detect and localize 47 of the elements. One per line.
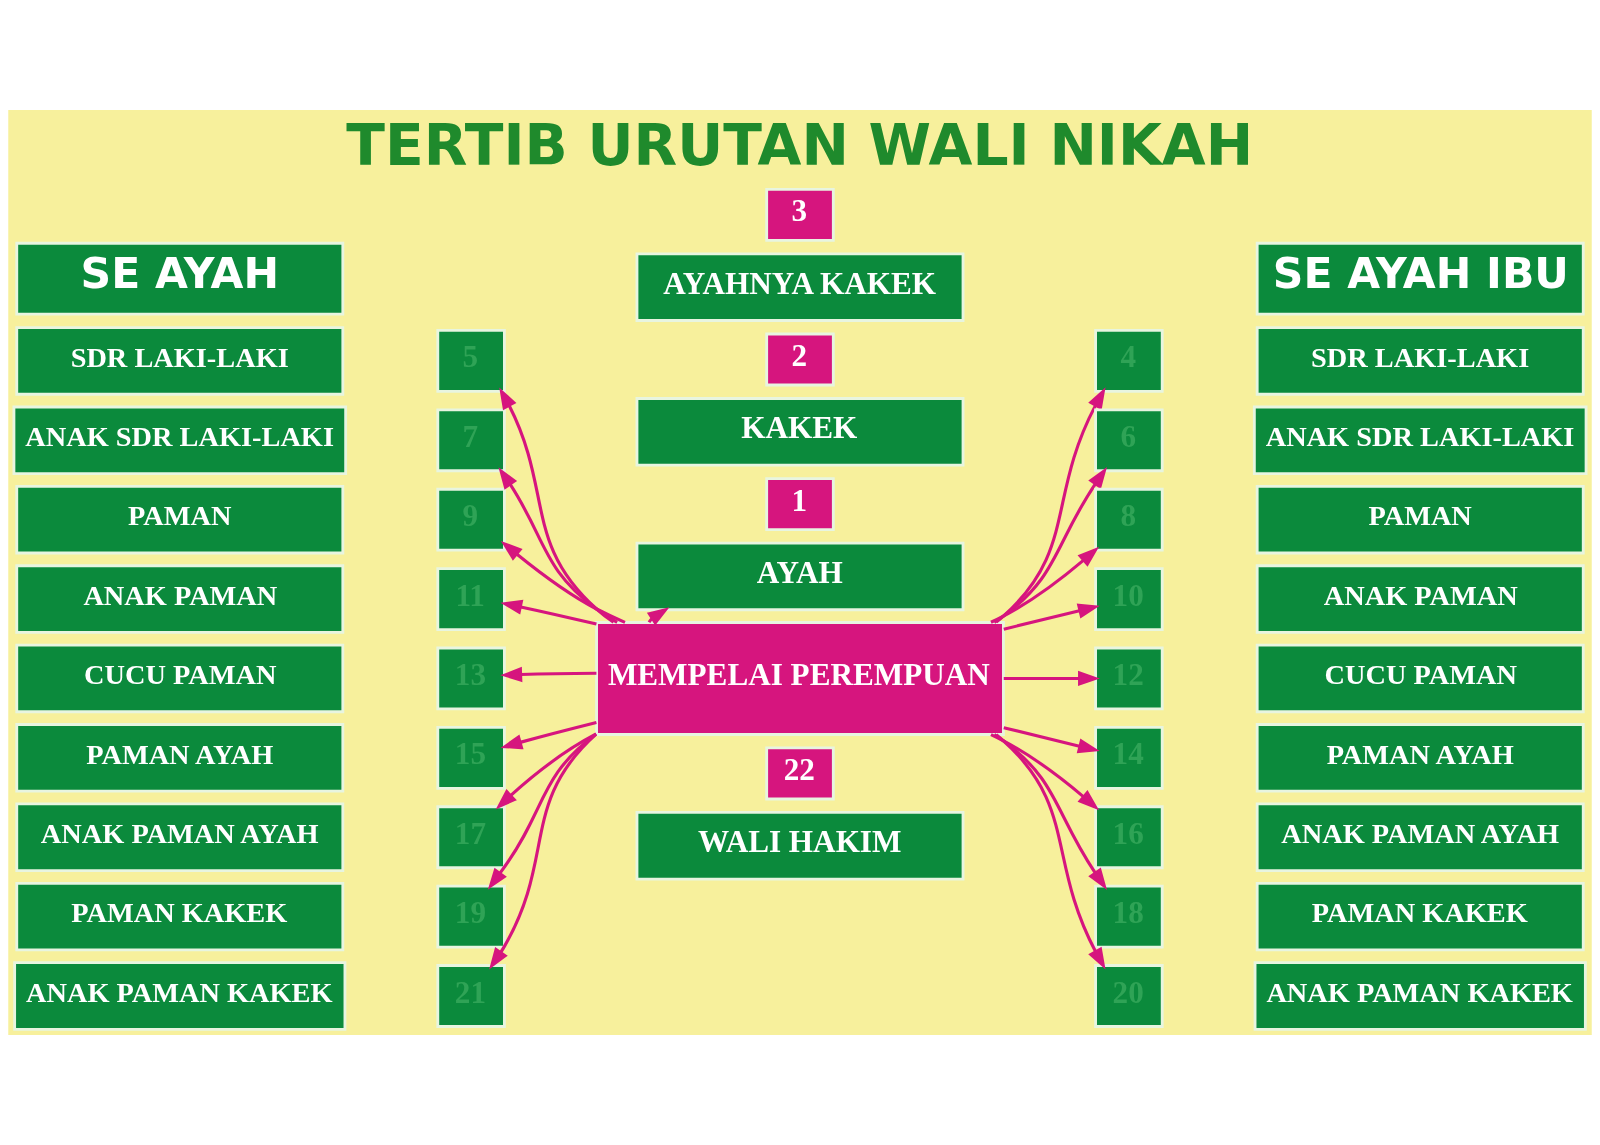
node-box: PAMAN AYAH xyxy=(15,723,345,793)
arrow xyxy=(995,733,1106,970)
arrow xyxy=(1003,726,1100,754)
node-box: ANAK PAMAN xyxy=(15,564,345,634)
arrow xyxy=(990,546,1100,624)
arrow xyxy=(487,733,597,890)
diagram-title: TERTIB URUTAN WALI NIKAH xyxy=(346,112,1254,179)
node-box: PAMAN xyxy=(15,484,345,555)
node-box: ANAK PAMAN KAKEK xyxy=(13,961,347,1031)
arrow xyxy=(489,733,598,970)
node-box: PAMAN AYAH xyxy=(1255,723,1585,793)
arrow xyxy=(500,721,597,750)
arrow xyxy=(993,733,1108,890)
node-box: SDR LAKI-LAKI xyxy=(1255,326,1585,396)
node-box: WALI HAKIM xyxy=(635,811,965,881)
node-box: SE AYAH IBU xyxy=(1255,241,1585,316)
node-box: PAMAN KAKEK xyxy=(15,881,345,952)
arrow xyxy=(1003,670,1100,687)
node-box: 22 xyxy=(765,746,835,801)
node-box: PAMAN xyxy=(1255,484,1585,555)
node-box: 3 xyxy=(765,187,835,242)
node-box: PAMAN KAKEK xyxy=(1255,881,1585,952)
node-box: 1 xyxy=(765,477,835,532)
arrow xyxy=(1003,603,1100,631)
node-box: ANAK SDR LAKI-LAKI xyxy=(1252,405,1588,476)
arrow xyxy=(500,666,597,683)
node-box: ANAK PAMAN AYAH xyxy=(1255,802,1585,872)
arrow xyxy=(500,599,597,626)
node-box: AYAHNYA KAKEK xyxy=(635,252,965,322)
arrow xyxy=(990,733,1100,811)
node-box: CUCU PAMAN xyxy=(15,643,345,714)
node-box: ANAK PAMAN KAKEK xyxy=(1253,961,1587,1031)
node-box: 2 xyxy=(765,332,835,387)
arrow xyxy=(499,387,615,624)
arrow xyxy=(500,540,626,624)
arrow xyxy=(498,467,618,624)
node-box: ANAK SDR LAKI-LAKI xyxy=(12,405,348,476)
node-box: SDR LAKI-LAKI xyxy=(15,326,345,396)
node-box: CUCU PAMAN xyxy=(1255,643,1585,714)
node-box: ANAK PAMAN AYAH xyxy=(15,802,345,872)
node-box: KAKEK xyxy=(635,397,965,467)
node-box: AYAH xyxy=(635,541,965,612)
arrow xyxy=(995,387,1106,624)
node-box: SE AYAH xyxy=(15,241,345,316)
node-box: ANAK PAMAN xyxy=(1255,564,1585,634)
arrow xyxy=(993,467,1108,624)
node-box: MEMPELAI PEREMPUAN xyxy=(595,621,1005,736)
